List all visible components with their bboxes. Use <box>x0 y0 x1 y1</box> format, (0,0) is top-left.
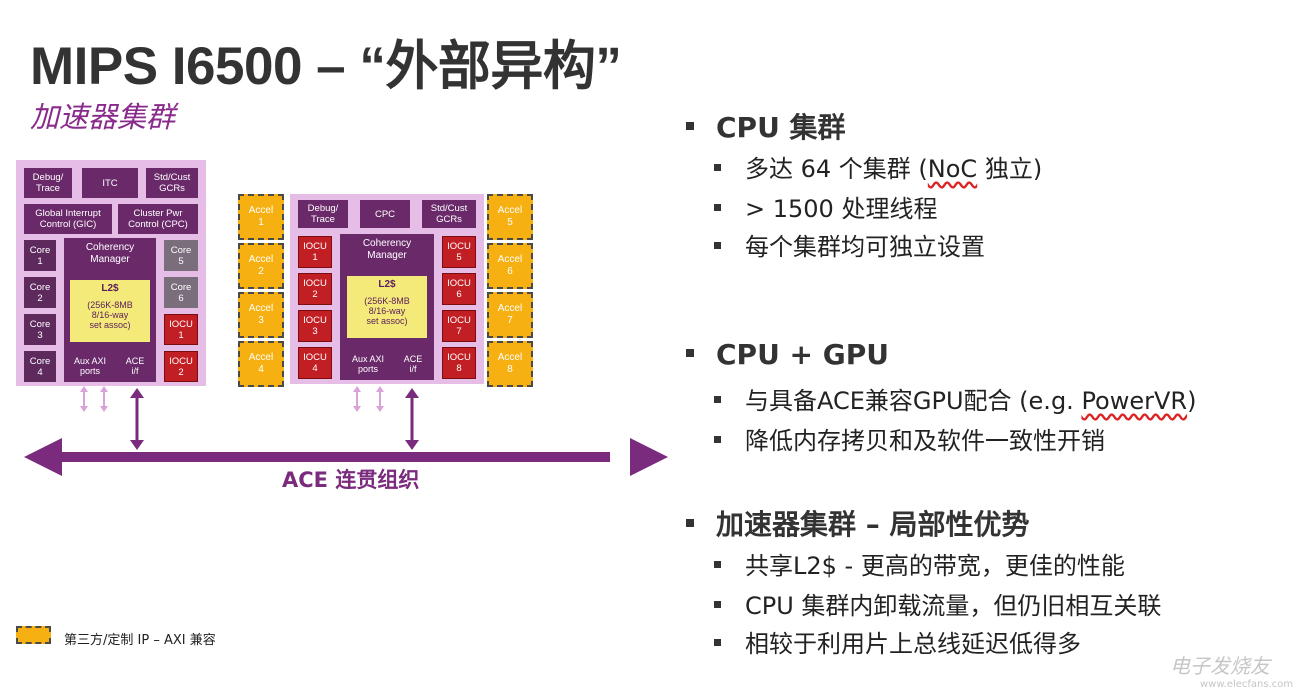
interconnect-arrows <box>24 386 668 476</box>
iocu-block: IOCU 5 <box>442 236 476 268</box>
l2-cache-title: L2$ <box>378 279 396 290</box>
bullet-item: 每个集群均可独立设置 <box>714 227 985 262</box>
bullet-marker <box>714 600 721 608</box>
bullet-item-text: NoC <box>927 155 978 183</box>
bullet-item: 共享L2$ - 更高的带宽，更佳的性能 <box>714 546 1125 581</box>
coherency-manager-label: Coherency Manager <box>362 238 412 261</box>
coherency-manager: Coherency Manager L2$ (256K-8MB 8/16-way… <box>340 234 434 380</box>
bullet-heading-text: 加速器集群 – 局部性优势 <box>716 508 1030 541</box>
bullet-marker <box>714 241 721 249</box>
l2-cache-desc: (256K-8MB 8/16-way set assoc) <box>364 296 410 326</box>
debug-trace-block: Debug/ Trace <box>24 168 72 198</box>
legend-swatch <box>16 626 51 644</box>
bullet-item-text: 共享L2$ - 更高的带宽，更佳的性能 <box>745 552 1125 580</box>
iocu-block: IOCU 6 <box>442 273 476 305</box>
accelerator-block: Accel 4 <box>238 341 284 387</box>
accelerator-block: Accel 1 <box>238 194 284 240</box>
iocu-block: IOCU 7 <box>442 310 476 342</box>
bullet-heading-text: CPU + GPU <box>716 338 890 371</box>
bullet-marker <box>714 560 721 568</box>
bullet-item-text: 多达 64 个集群 ( <box>745 155 928 183</box>
bullet-item-text: CPU 集群内卸载流量，但仍旧相互关联 <box>745 592 1162 620</box>
bullet-heading-text: CPU 集群 <box>716 111 846 144</box>
ace-if-label: ACE i/f <box>403 354 423 374</box>
accelerator-block: Accel 2 <box>238 243 284 289</box>
bullet-marker <box>714 395 721 403</box>
bullet-item: 与具备ACE兼容GPU配合 (e.g. PowerVR) <box>714 381 1196 416</box>
cpc-block: Cluster Pwr Control (CPC) <box>118 204 198 234</box>
bullet-item-text: 每个集群均可独立设置 <box>745 233 985 261</box>
aux-axi-ports-label: Aux AXI ports <box>351 354 385 374</box>
ace-link-arrow <box>130 388 419 450</box>
core-block: Core 4 <box>24 351 56 382</box>
bullet-item: CPU 集群内卸载流量，但仍旧相互关联 <box>714 586 1161 621</box>
debug-trace-block: Debug/ Trace <box>298 200 348 228</box>
aux-axi-ports-label: Aux AXI ports <box>73 356 107 376</box>
coherency-manager: Coherency Manager L2$ (256K-8MB 8/16-way… <box>64 238 156 382</box>
iocu-block: IOCU 2 <box>298 273 332 305</box>
cpc-block: CPC <box>360 200 410 228</box>
iocu-block: IOCU 8 <box>442 347 476 379</box>
ace-bus-arrow <box>24 438 668 476</box>
accelerator-block: Accel 6 <box>487 243 533 289</box>
watermark-url: www.elecfans.com <box>1200 679 1294 690</box>
iocu-block: IOCU 3 <box>298 310 332 342</box>
bullet-marker <box>686 349 694 357</box>
itc-block: ITC <box>82 168 138 198</box>
accelerator-block: Accel 7 <box>487 292 533 338</box>
gic-block: Global Interrupt Control (GIC) <box>24 204 112 234</box>
bullet-heading: CPU 集群 <box>686 106 846 146</box>
bullet-item-text: 降低内存拷贝和及软件一致性开销 <box>745 427 1105 455</box>
bullet-marker <box>686 519 694 527</box>
bullet-item-text: 与具备ACE兼容GPU配合 (e.g. <box>745 387 1082 415</box>
bullet-item-text: > 1500 处理线程 <box>745 195 938 223</box>
bullet-item-text: 独立) <box>977 155 1043 183</box>
core-block: Core 2 <box>24 277 56 308</box>
bullet-marker <box>714 163 721 171</box>
l2-cache-title: L2$ <box>101 283 119 294</box>
bullet-heading: CPU + GPU <box>686 338 889 371</box>
iocu-block: IOCU 1 <box>164 314 198 345</box>
legend-label: 第三方/定制 IP – AXI 兼容 <box>64 633 216 648</box>
core-block: Core 1 <box>24 240 56 271</box>
bullet-marker <box>714 638 721 646</box>
bullet-item: > 1500 处理线程 <box>714 189 937 224</box>
iocu-block: IOCU 4 <box>298 347 332 379</box>
accelerator-block: Accel 5 <box>487 194 533 240</box>
slide-subtitle: 加速器集群 <box>30 100 176 134</box>
l2-cache: L2$ (256K-8MB 8/16-way set assoc) <box>347 276 427 338</box>
bullet-marker <box>686 122 694 130</box>
coherency-manager-label: Coherency Manager <box>85 242 135 265</box>
gcr-block: Std/Cust GCRs <box>146 168 198 198</box>
core-block: Core 6 <box>164 277 198 308</box>
bullet-heading: 加速器集群 – 局部性优势 <box>686 503 1030 543</box>
bullet-item: 多达 64 个集群 (NoC 独立) <box>714 149 1042 184</box>
bullet-item: 相较于利用片上总线延迟低得多 <box>714 624 1081 659</box>
bullet-marker <box>714 203 721 211</box>
gcr-block: Std/Cust GCRs <box>422 200 476 228</box>
accelerator-block: Accel 3 <box>238 292 284 338</box>
aux-axi-arrows <box>80 386 384 412</box>
ace-fabric-label: ACE 连贯组织 <box>282 468 420 492</box>
slide-title: MIPS I6500 – “外部异构” <box>30 37 622 96</box>
bullet-item-text: ) <box>1187 387 1197 415</box>
core-block: Core 5 <box>164 240 198 271</box>
ace-if-label: ACE i/f <box>125 356 145 376</box>
bullet-item: 降低内存拷贝和及软件一致性开销 <box>714 421 1105 456</box>
bullet-item-text: 相较于利用片上总线延迟低得多 <box>745 630 1081 658</box>
l2-cache-desc: (256K-8MB 8/16-way set assoc) <box>87 300 133 330</box>
watermark-logo: 电子发烧友 <box>1170 654 1270 678</box>
bullet-marker <box>714 435 721 443</box>
accelerator-block: Accel 8 <box>487 341 533 387</box>
iocu-block: IOCU 2 <box>164 351 198 382</box>
bullet-item-text: PowerVR <box>1081 387 1188 415</box>
iocu-block: IOCU 1 <box>298 236 332 268</box>
core-block: Core 3 <box>24 314 56 345</box>
l2-cache: L2$ (256K-8MB 8/16-way set assoc) <box>70 280 150 342</box>
